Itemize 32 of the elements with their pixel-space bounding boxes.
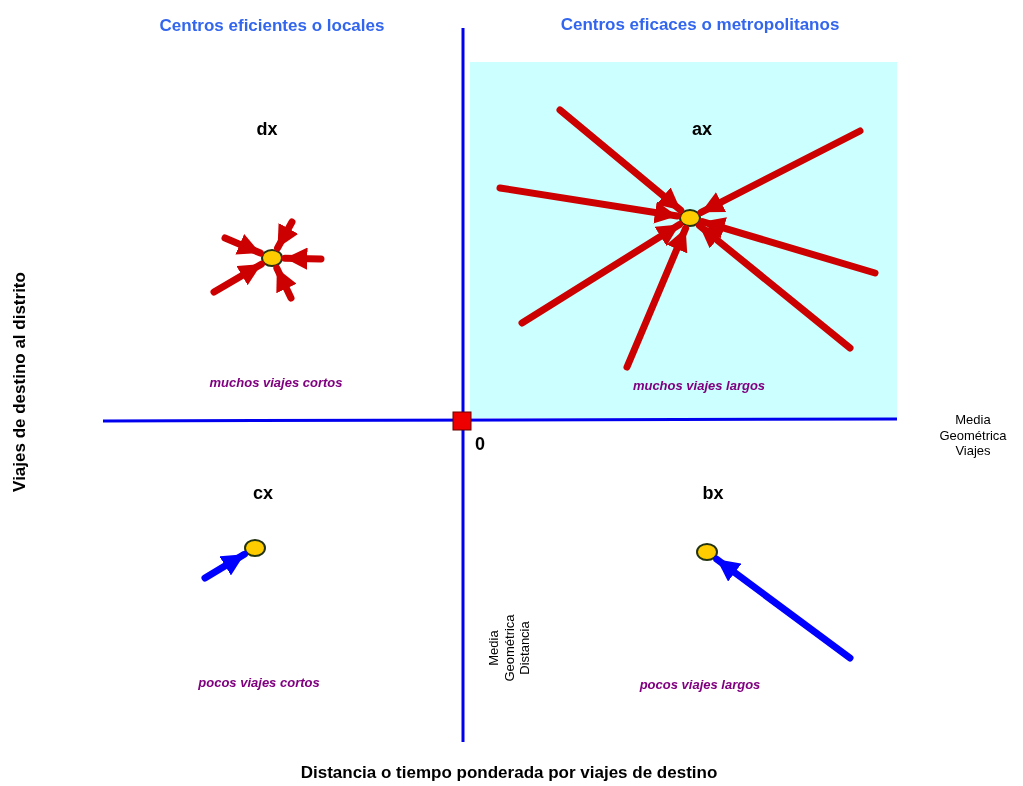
axis-title: Distancia o tiempo ponderada por viajes de destino — [300, 762, 718, 784]
arrow — [201, 550, 248, 582]
quadrant-label: bx — [702, 483, 724, 505]
arrow — [518, 221, 684, 327]
quadrant-description: pocos viajes cortos — [198, 675, 320, 691]
axis-reference-label: Media Geométrica Distancia — [485, 613, 533, 684]
arrow — [210, 260, 265, 296]
arrow — [556, 106, 685, 214]
arrow — [273, 264, 297, 302]
quadrant-description: muchos viajes largos — [632, 378, 766, 394]
quadrant-description: pocos viajes largos — [639, 677, 761, 693]
arrow — [698, 217, 879, 277]
arrow — [695, 222, 854, 352]
arrow — [221, 234, 264, 257]
arrow — [496, 184, 681, 224]
arrow — [274, 218, 299, 252]
quadrant-label: cx — [253, 483, 273, 505]
quadrant-description: muchos viajes cortos — [209, 375, 343, 391]
quadrant-label: dx — [256, 119, 278, 141]
arrow — [281, 247, 325, 270]
axis-title: Viajes de destino al distrito — [9, 272, 30, 492]
quadrant-heading: Centros eficaces o metropolitanos — [560, 14, 840, 36]
point-marker — [696, 543, 718, 561]
axis-reference-label: Media Geométrica Viajes — [938, 411, 1008, 459]
arrow — [713, 555, 854, 662]
origin-label: 0 — [475, 434, 485, 456]
point-marker — [261, 249, 283, 267]
point-marker — [244, 539, 266, 557]
quadrant-label: ax — [692, 119, 712, 141]
arrow — [623, 224, 690, 371]
quadrant-heading: Centros eficientes o locales — [159, 15, 385, 37]
arrow — [697, 127, 864, 216]
